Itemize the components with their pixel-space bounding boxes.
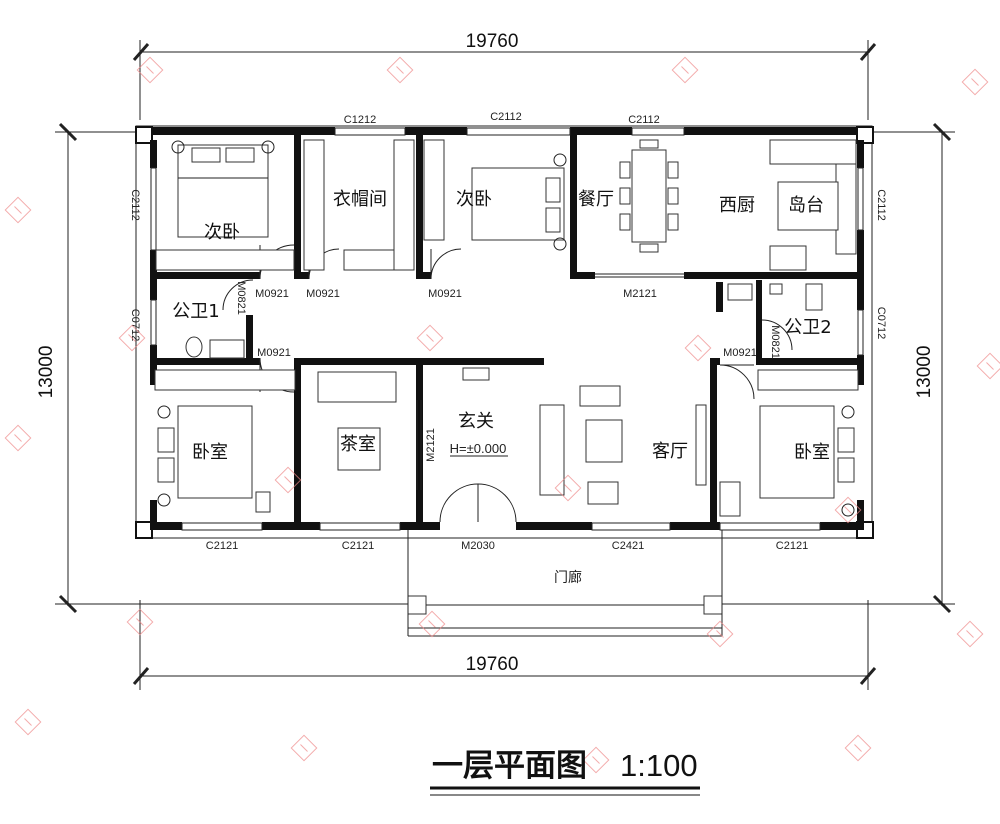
- room-label-dining: 餐厅: [578, 189, 614, 210]
- window-label-c0712-right: C0712: [875, 307, 887, 339]
- room-label-western-kitchen: 西厨: [719, 195, 755, 216]
- door-label-m2121-top: M2121: [623, 288, 657, 300]
- window-label-c2112-top-mid: C2112: [490, 111, 522, 123]
- window-label-c2121-bottom-mid: C2121: [342, 540, 374, 552]
- window-label-c2421: C2421: [612, 540, 644, 552]
- foyer-level-label: H=±0.000: [450, 441, 507, 456]
- door-label-m0921-c: M0921: [428, 288, 462, 300]
- room-label-island: 岛台: [788, 195, 824, 216]
- room-label-bedroom-second-mid: 次卧: [456, 189, 492, 210]
- drawing-scale: 1:100: [620, 748, 698, 783]
- outer-outline: [135, 125, 873, 539]
- window-label-c2121-bottom-left: C2121: [206, 540, 238, 552]
- door-label-m0921-e: M0921: [723, 347, 757, 359]
- room-label-public-bath-1: 公卫1: [172, 301, 219, 322]
- door-label-m0921-b: M0921: [306, 288, 340, 300]
- dimension-left: 13000: [36, 346, 57, 399]
- walls: [135, 126, 874, 539]
- doors: [222, 244, 793, 523]
- dimension-right: 13000: [914, 346, 935, 399]
- room-label-public-bath-2: 公卫2: [784, 317, 831, 338]
- window-label-c0712-left: C0712: [129, 309, 141, 341]
- windows: [150, 127, 864, 531]
- room-label-bedroom-left: 卧室: [192, 442, 228, 463]
- window-label-c2112-left: C2112: [129, 189, 141, 221]
- window-label-c2112-right: C2112: [875, 189, 887, 221]
- watermark-stamps: [4, 56, 1000, 774]
- door-label-m0921-a: M0921: [255, 288, 289, 300]
- room-label-porch: 门廊: [554, 569, 582, 585]
- dimension-top: 19760: [466, 31, 519, 52]
- room-label-tea-room: 茶室: [340, 434, 376, 455]
- door-label-m2121-side: M2121: [425, 428, 437, 462]
- door-label-m0821-b: M0821: [769, 325, 781, 359]
- door-label-m0921-d: M0921: [257, 347, 291, 359]
- window-label-c2112-top-right: C2112: [628, 114, 660, 126]
- furniture: [154, 139, 859, 637]
- window-label-c2121-bottom-right: C2121: [776, 540, 808, 552]
- room-label-bedroom-right: 卧室: [794, 442, 830, 463]
- drawing-title: 一层平面图: [432, 748, 587, 784]
- dimension-lines: [55, 40, 955, 690]
- room-label-foyer: 玄关: [458, 411, 494, 432]
- window-label-c1212: C1212: [344, 114, 376, 126]
- door-label-m0821-a: M0821: [235, 281, 247, 315]
- dimension-bottom: 19760: [466, 654, 519, 675]
- room-label-bedroom-second-left: 次卧: [204, 222, 240, 243]
- door-label-m2030: M2030: [461, 540, 495, 552]
- room-label-cloakroom: 衣帽间: [333, 189, 387, 210]
- room-label-living-room: 客厅: [652, 441, 688, 462]
